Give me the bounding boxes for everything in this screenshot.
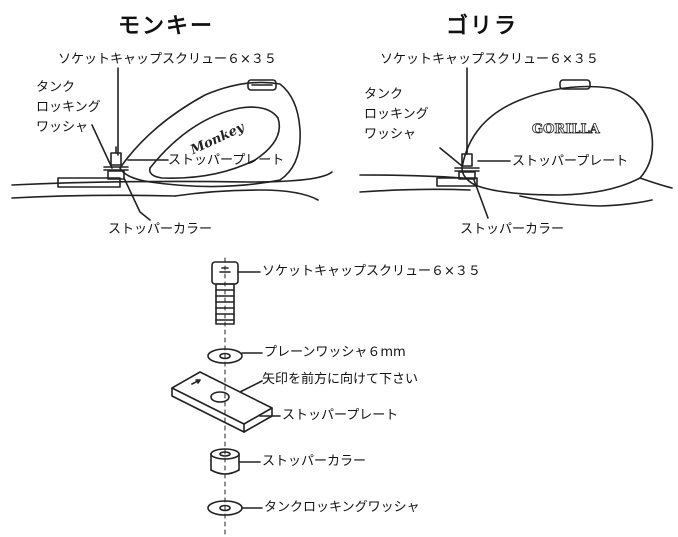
gorilla-washer-label-1: タンク bbox=[364, 87, 404, 102]
monkey-washer-label-3: ワッシャ bbox=[36, 120, 89, 135]
gorilla-tank-drawing bbox=[359, 79, 673, 207]
gorilla-plate-label: ストッパープレート bbox=[512, 154, 629, 169]
gorilla-washer-label-2: ロッキング bbox=[364, 107, 429, 122]
exploded-lock-washer-label: タンクロッキングワッシャ bbox=[264, 500, 420, 515]
monkey-washer-label-2: ロッキング bbox=[36, 100, 101, 115]
exploded-arrow-note: 矢印を前方に向けて下さい bbox=[262, 372, 419, 387]
exploded-screw bbox=[211, 261, 239, 325]
monkey-plate-label: ストッパープレート bbox=[168, 153, 285, 168]
exploded-plate-label: ストッパープレート bbox=[282, 408, 399, 423]
gorilla-emblem: GORILLA bbox=[532, 122, 601, 137]
gorilla-title: ゴリラ bbox=[446, 14, 519, 39]
monkey-screw-label: ソケットキャップスクリュー６×３５ bbox=[58, 52, 277, 67]
exploded-screw-label: ソケットキャップスクリュー６×３５ bbox=[262, 264, 481, 279]
monkey-washer-label-1: タンク bbox=[36, 80, 76, 95]
monkey-title: モンキー bbox=[118, 14, 215, 39]
gorilla-screw-label: ソケットキャップスクリュー６×３５ bbox=[380, 52, 599, 67]
monkey-tank-drawing bbox=[11, 79, 333, 201]
gorilla-washer-label-3: ワッシャ bbox=[364, 127, 417, 142]
exploded-collar-label: ストッパーカラー bbox=[262, 454, 367, 469]
exploded-plain-washer-label: プレーンワッシャ６mm bbox=[264, 345, 406, 360]
exploded-stopper-plate bbox=[171, 371, 273, 433]
gorilla-collar-label: ストッパーカラー bbox=[460, 222, 565, 237]
exploded-plain-washer bbox=[207, 348, 243, 364]
monkey-collar-label: ストッパーカラー bbox=[108, 222, 213, 237]
